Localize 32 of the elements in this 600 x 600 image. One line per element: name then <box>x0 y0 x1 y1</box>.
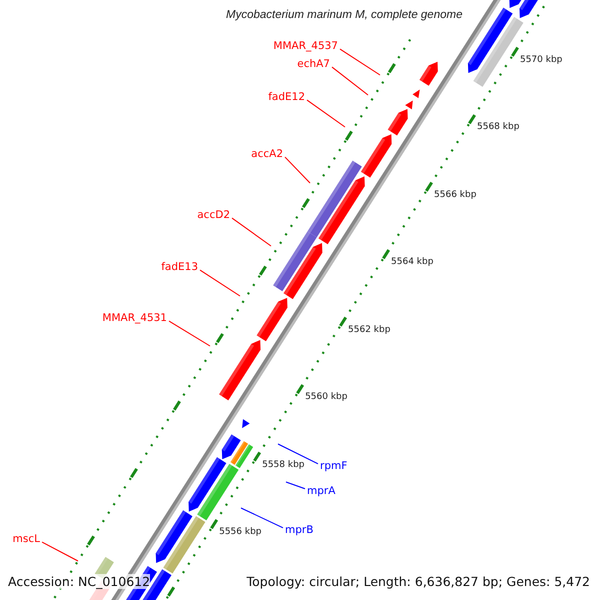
scale-label: 5556 kbp <box>219 527 262 538</box>
leader-line <box>42 542 78 562</box>
gene-label: mprA <box>307 485 336 498</box>
leader-line <box>240 508 284 528</box>
leader-line <box>168 320 210 346</box>
leader-line <box>232 218 272 246</box>
genome-info-text: Topology: circular; Length: 6,636,827 bp; Genes: 5,472 <box>246 574 590 589</box>
scale-label: 5566 kbp <box>434 190 476 201</box>
leader-line <box>284 156 310 184</box>
gene-label: accD2 <box>197 209 230 222</box>
scale-label: 5568 kbp <box>477 122 520 134</box>
gene-label: MMAR_4537 <box>273 40 338 53</box>
scale-label: 5562 kbp <box>348 324 390 336</box>
gene-label: mprB <box>285 524 314 537</box>
gene-label: echA7 <box>297 58 330 71</box>
leader-line <box>306 100 346 128</box>
leader-line <box>340 48 380 76</box>
gene-label: rpmF <box>320 460 348 473</box>
leader-line <box>200 270 240 296</box>
map-title: Mycobacterium marinum M, complete genome <box>226 9 462 23</box>
gene-label: fadE12 <box>268 91 305 104</box>
gene-label: accA2 <box>251 148 283 161</box>
gene-label: fadE13 <box>161 261 198 274</box>
gene-label: MMAR_4531 <box>102 312 167 325</box>
leader-line <box>278 444 318 464</box>
scale-label: 5558 kbp <box>262 460 304 470</box>
gene-label: mscL <box>12 533 40 546</box>
leader-line <box>332 66 368 96</box>
scale-label: 5564 kbp <box>391 257 434 268</box>
leader-line <box>286 482 306 490</box>
scale-label: 5570 kbp <box>520 54 562 66</box>
scale-label: 5560 kbp <box>305 392 348 403</box>
